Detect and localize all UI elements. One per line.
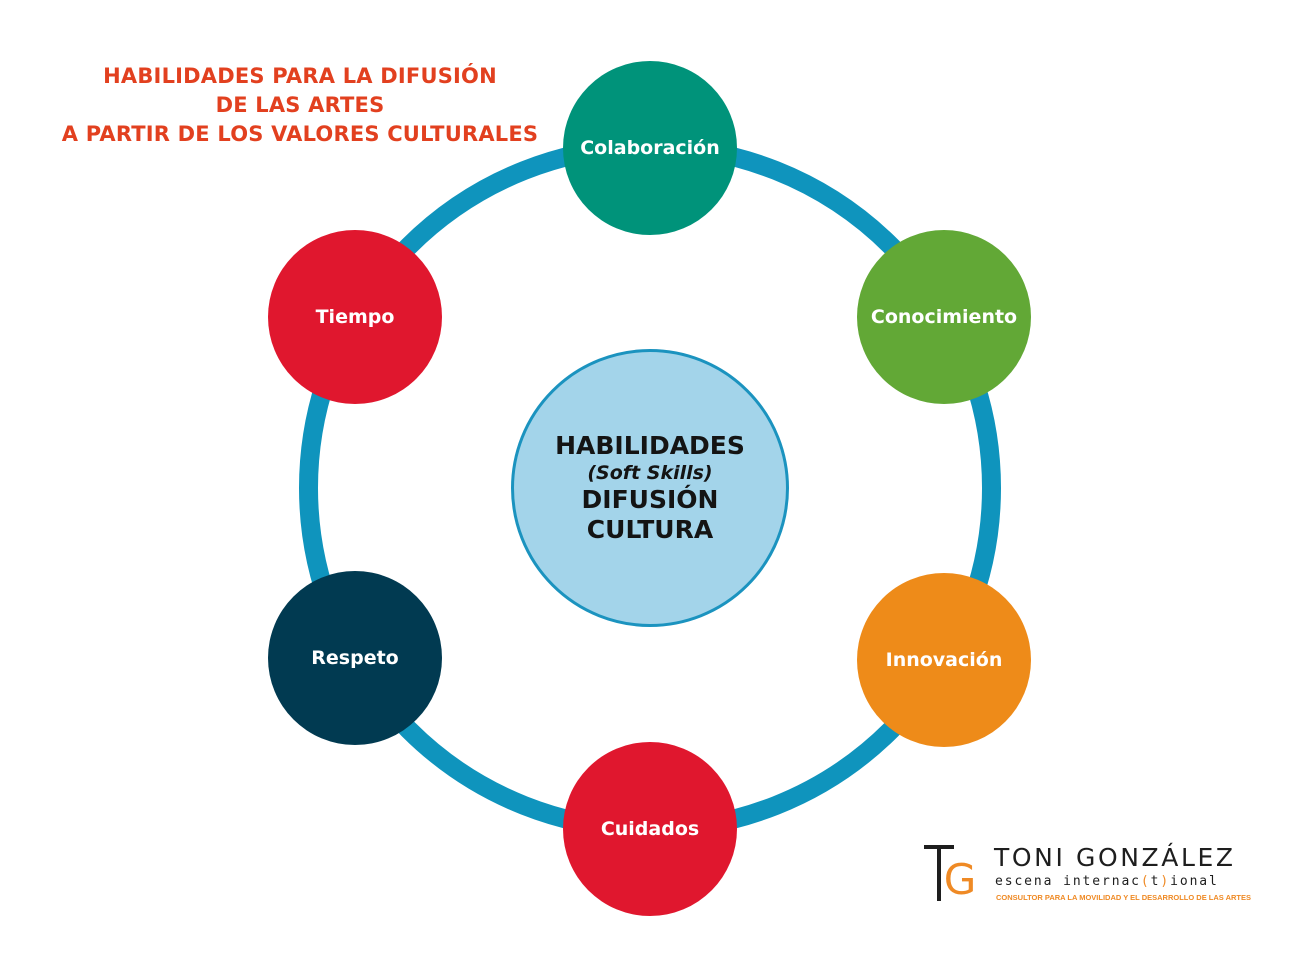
logo: G TONI GONZÁLEZ escena internac(t)ional … <box>922 842 1251 904</box>
node-colaboracion: Colaboración <box>563 61 737 235</box>
node-tiempo: Tiempo <box>268 230 442 404</box>
center-title: HABILIDADES <box>555 431 745 460</box>
node-conocimiento: Conocimiento <box>857 230 1031 404</box>
svg-text:G: G <box>944 855 977 904</box>
node-respeto: Respeto <box>268 571 442 745</box>
node-label: Innovación <box>885 649 1003 671</box>
center-subtitle: (Soft Skills) <box>587 462 713 484</box>
center-circle: HABILIDADES (Soft Skills) DIFUSIÓN CULTU… <box>511 349 789 627</box>
node-label: Respeto <box>311 647 399 669</box>
node-label: Colaboración <box>580 137 720 159</box>
diagram-title: HABILIDADES PARA LA DIFUSIÓN DE LAS ARTE… <box>40 62 560 149</box>
center-line-3: DIFUSIÓN <box>581 485 719 514</box>
logo-tagline: CONSULTOR PARA LA MOVILIDAD Y EL DESARRO… <box>996 893 1252 902</box>
tg-monogram-logo: G <box>924 845 977 904</box>
node-label: Cuidados <box>600 818 700 840</box>
center-line-4: CULTURA <box>586 515 714 544</box>
title-line-2: DE LAS ARTES <box>215 93 385 117</box>
node-innovacion: Innovación <box>857 573 1031 747</box>
logo-name: TONI GONZÁLEZ <box>994 843 1236 872</box>
node-cuidados: Cuidados <box>563 742 737 916</box>
node-label: Tiempo <box>315 306 395 328</box>
node-label: Conocimiento <box>870 306 1018 328</box>
logo-subtitle: escena internac(t)ional <box>995 874 1219 889</box>
title-line-3: A PARTIR DE LOS VALORES CULTURALES <box>61 122 539 146</box>
title-line-1: HABILIDADES PARA LA DIFUSIÓN <box>103 64 497 88</box>
